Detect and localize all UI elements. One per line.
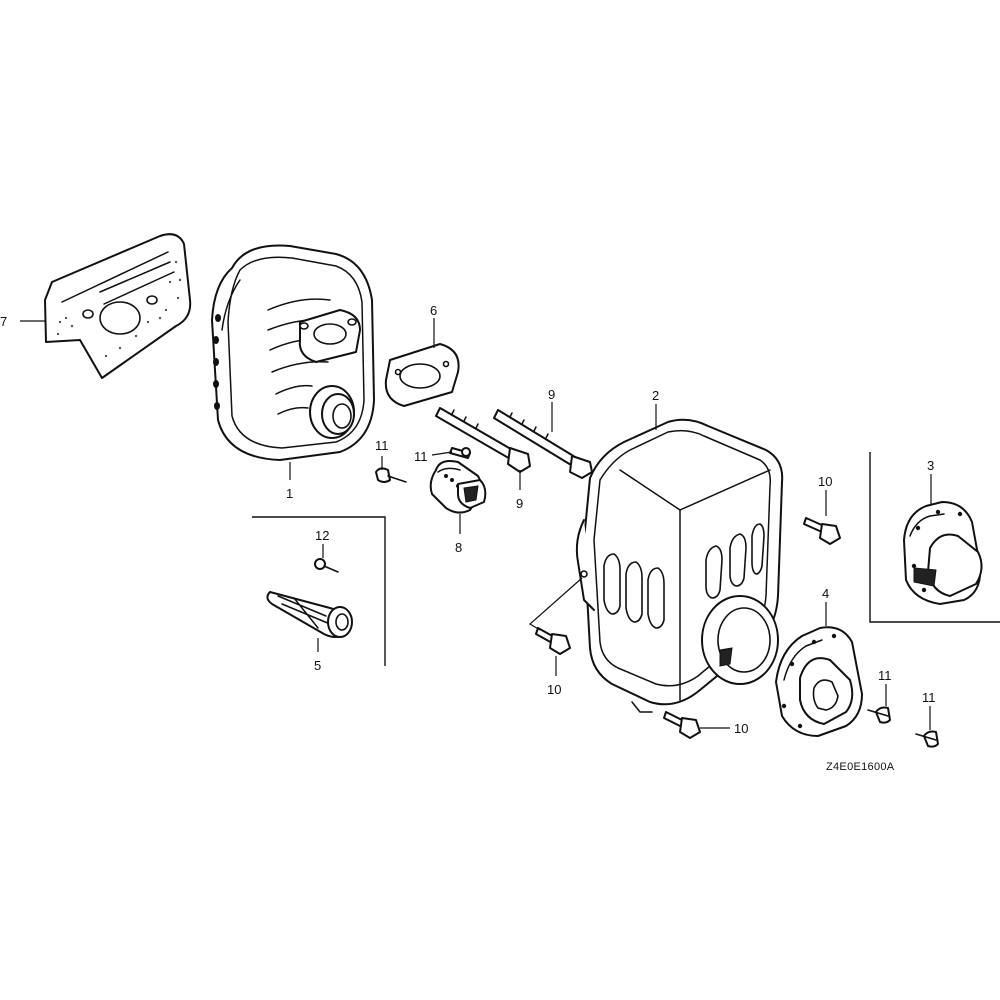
diagram-code: Z4E0E1600A (826, 761, 895, 773)
group-frame-5 (252, 516, 386, 666)
callout-10-lower: 10 (734, 721, 748, 736)
callout-8: 8 (455, 540, 462, 555)
part-6-gasket (384, 343, 460, 407)
group-frame-3 (869, 452, 1000, 623)
part-10-bolt-left (535, 627, 571, 655)
callout-labels: 7 1 6 9 9 2 11 11 8 12 5 3 10 4 10 10 11… (0, 303, 936, 736)
part-12-screw (314, 558, 339, 573)
part-11-screw-right-b (915, 730, 939, 748)
part-10-bolt-lower (663, 711, 701, 739)
callout-1: 1 (286, 486, 293, 501)
callout-2: 2 (652, 388, 659, 403)
callout-11-mid: 11 (414, 449, 428, 464)
callout-11-right-a: 11 (878, 668, 892, 683)
part-11-screw-right-a (867, 706, 891, 724)
part-3-exhaust-deflector (903, 501, 983, 605)
callout-11-right-b: 11 (922, 690, 936, 705)
callout-12: 12 (315, 528, 329, 543)
leader-lines (20, 318, 932, 730)
part-1-muffler (211, 244, 375, 461)
callout-9-upper: 9 (548, 387, 555, 402)
part-2-muffler-protector (575, 418, 784, 713)
part-9-bolt-short (435, 407, 531, 473)
callout-6: 6 (430, 303, 437, 318)
part-10-bolt-upper (803, 517, 841, 545)
callout-10-left: 10 (547, 682, 561, 697)
part-5-spark-arrester (266, 591, 353, 638)
callout-3: 3 (927, 458, 934, 473)
part-11-screw-left (375, 467, 407, 483)
part-7-heat-shield (44, 233, 192, 379)
callout-10-upper: 10 (818, 474, 832, 489)
part-9-bolt-long (493, 409, 593, 479)
callout-4: 4 (822, 586, 829, 601)
callout-7: 7 (0, 314, 7, 329)
callout-9-lower: 9 (516, 496, 523, 511)
part-11-screw-upper (449, 447, 471, 459)
callout-5: 5 (314, 658, 321, 673)
part-4-exhaust-deflector (775, 626, 863, 737)
part-8-exhaust-joint (429, 460, 487, 514)
callout-11-left: 11 (375, 438, 389, 453)
